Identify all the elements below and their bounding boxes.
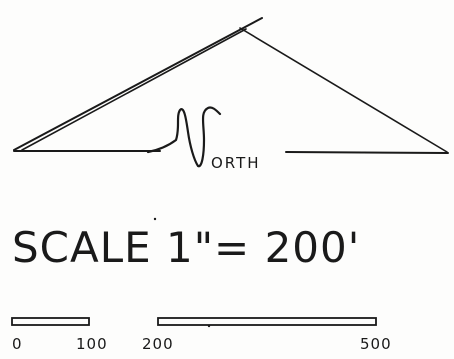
scale-label: SCALE 1"= 200' (12, 223, 360, 272)
stray-mark (153, 217, 157, 221)
north-arrow-right-edge (239, 27, 448, 153)
scale-tick-label-0: 0 (12, 335, 23, 353)
scale-tick-label-500: 500 (360, 335, 392, 353)
scale-tick-label-100: 100 (76, 335, 108, 353)
north-arrow-left-edge-outer (13, 17, 263, 151)
scale-bar-segment-200-500 (157, 317, 377, 326)
scale-tick-labels: 0 100 200 500 (12, 335, 392, 353)
north-arrow: ORTH (13, 17, 449, 172)
north-script-n-glyph (146, 106, 222, 168)
stray-mark (207, 324, 211, 328)
graphic-scale-bar (11, 317, 377, 326)
north-label-rest: ORTH (211, 154, 261, 172)
north-arrow-base-right (285, 151, 449, 154)
scale-bar-segment-0-100 (11, 317, 90, 326)
north-arrow-left-edge-inner (21, 28, 247, 151)
scale-tick-label-200: 200 (142, 335, 174, 353)
